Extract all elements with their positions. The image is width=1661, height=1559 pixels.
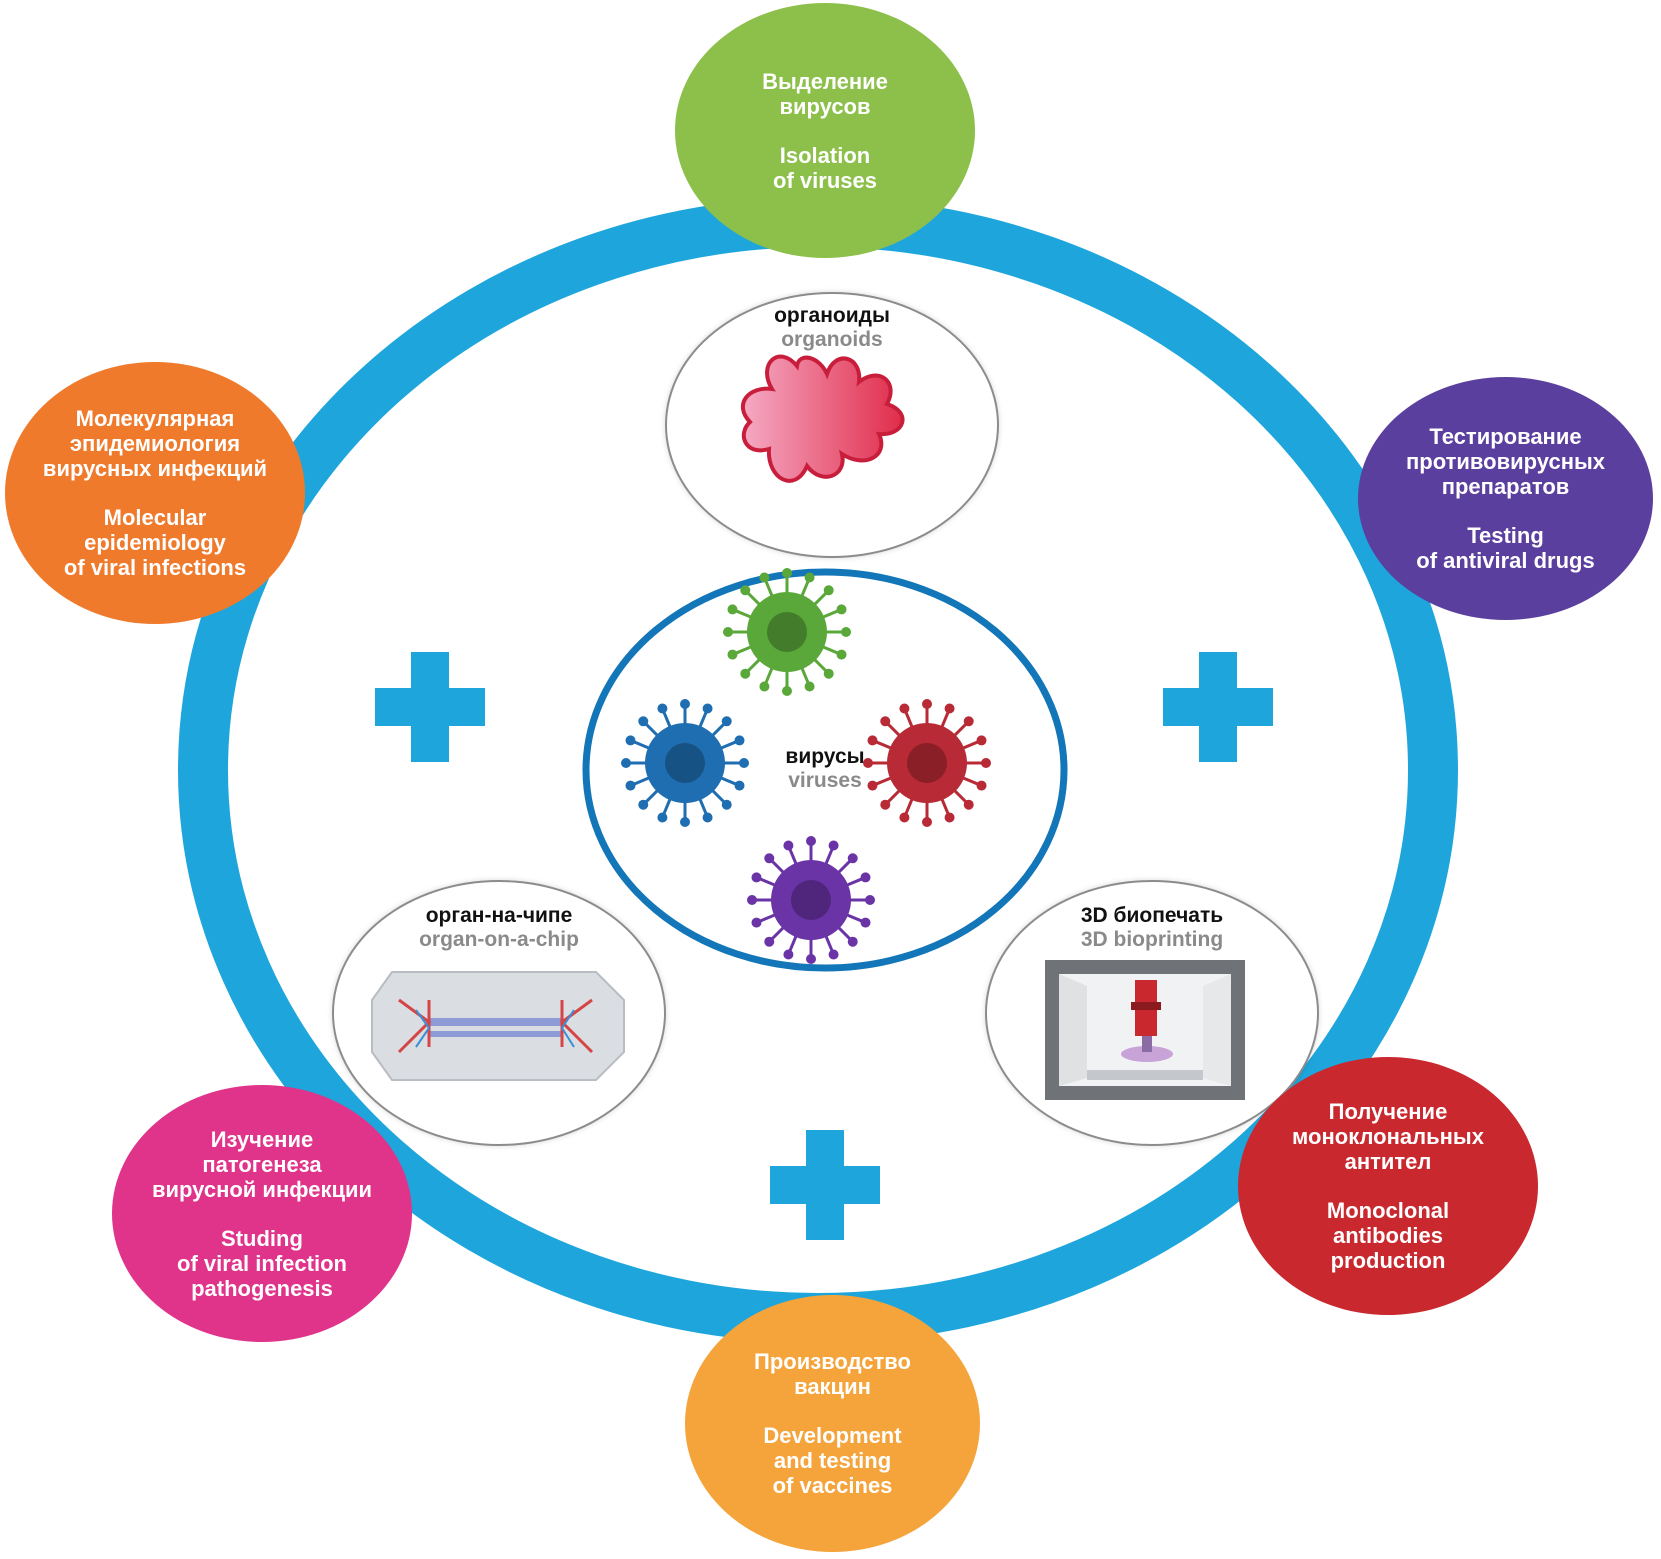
plus-sign-left (375, 652, 485, 762)
model-organ-on-chip: орган-на-чипе organ-on-a-chip (332, 880, 666, 1146)
plus-sign-right (1163, 652, 1273, 762)
organoids-label-en: organoids (781, 328, 883, 351)
antiviral-ru: Тестирование противовирусных препаратов (1405, 424, 1606, 499)
antibodies-en: Monoclonal antibodies production (1326, 1198, 1450, 1273)
plus-sign-bottom (770, 1130, 880, 1240)
virus-icon-green (723, 568, 851, 696)
pathogenesis-ru: Изучение патогенеза вирусной инфекции (151, 1126, 373, 1202)
organ-on-chip-label-en: organ-on-a-chip (419, 928, 579, 951)
center-label: вирусы viruses (745, 745, 905, 793)
organ-on-chip-label-ru: орган-на-чипе (425, 904, 573, 927)
virus-icon-red (863, 699, 991, 827)
organoids-label-ru: органоиды (774, 304, 890, 327)
epidemiology-ru: Молекулярная эпидемиология вирусных инфе… (42, 406, 268, 481)
application-antiviral-drugs: Тестирование противовирусных препаратов … (1358, 377, 1653, 620)
bioprinting-label-ru: 3D биопечать (1080, 904, 1224, 927)
vaccines-ru: Производство вакцин (754, 1349, 911, 1399)
model-bioprinting: 3D биопечать 3D bioprinting (985, 880, 1319, 1146)
application-pathogenesis: Изучение патогенеза вирусной инфекции St… (112, 1085, 412, 1342)
antibodies-ru: Получение моноклональных антител (1292, 1099, 1484, 1174)
pathogenesis-en: Studing of viral infection pathogenesis (177, 1225, 347, 1301)
application-monoclonal-antibodies: Получение моноклональных антител Monoclo… (1238, 1057, 1538, 1315)
application-molecular-epidemiology: Молекулярная эпидемиология вирусных инфе… (5, 362, 305, 624)
application-vaccines: Производство вакцин Development and test… (685, 1295, 980, 1552)
isolation-en: Isolation of viruses (773, 142, 877, 193)
epidemiology-en: Molecular epidemiology of viral infectio… (63, 505, 247, 580)
inner-viruses-ring (582, 568, 1068, 972)
organoids-label: органоиды organoids (667, 304, 997, 352)
chip-icon (371, 971, 625, 1081)
antiviral-en: Testing of antiviral drugs (1416, 523, 1595, 573)
organ-on-chip-label: орган-на-чипе organ-on-a-chip (334, 904, 664, 952)
center-label-ru: вирусы (785, 745, 865, 768)
isolation-ru: Выделение вирусов (762, 68, 888, 119)
bioprinting-label-en: 3D bioprinting (1080, 928, 1224, 951)
organoid-icon (741, 354, 905, 483)
viruses-group (621, 568, 991, 964)
virus-icon-purple (747, 836, 875, 964)
model-organoids: органоиды organoids (665, 292, 999, 558)
virus-icon-blue (621, 699, 749, 827)
vaccines-en: Development and testing of vaccines (763, 1423, 902, 1498)
center-label-en: viruses (788, 769, 862, 792)
bioprinting-label: 3D биопечать 3D bioprinting (987, 904, 1317, 952)
bioprinter-icon (1045, 960, 1245, 1100)
application-isolation-of-viruses: Выделение вирусов Isolation of viruses (675, 3, 975, 258)
